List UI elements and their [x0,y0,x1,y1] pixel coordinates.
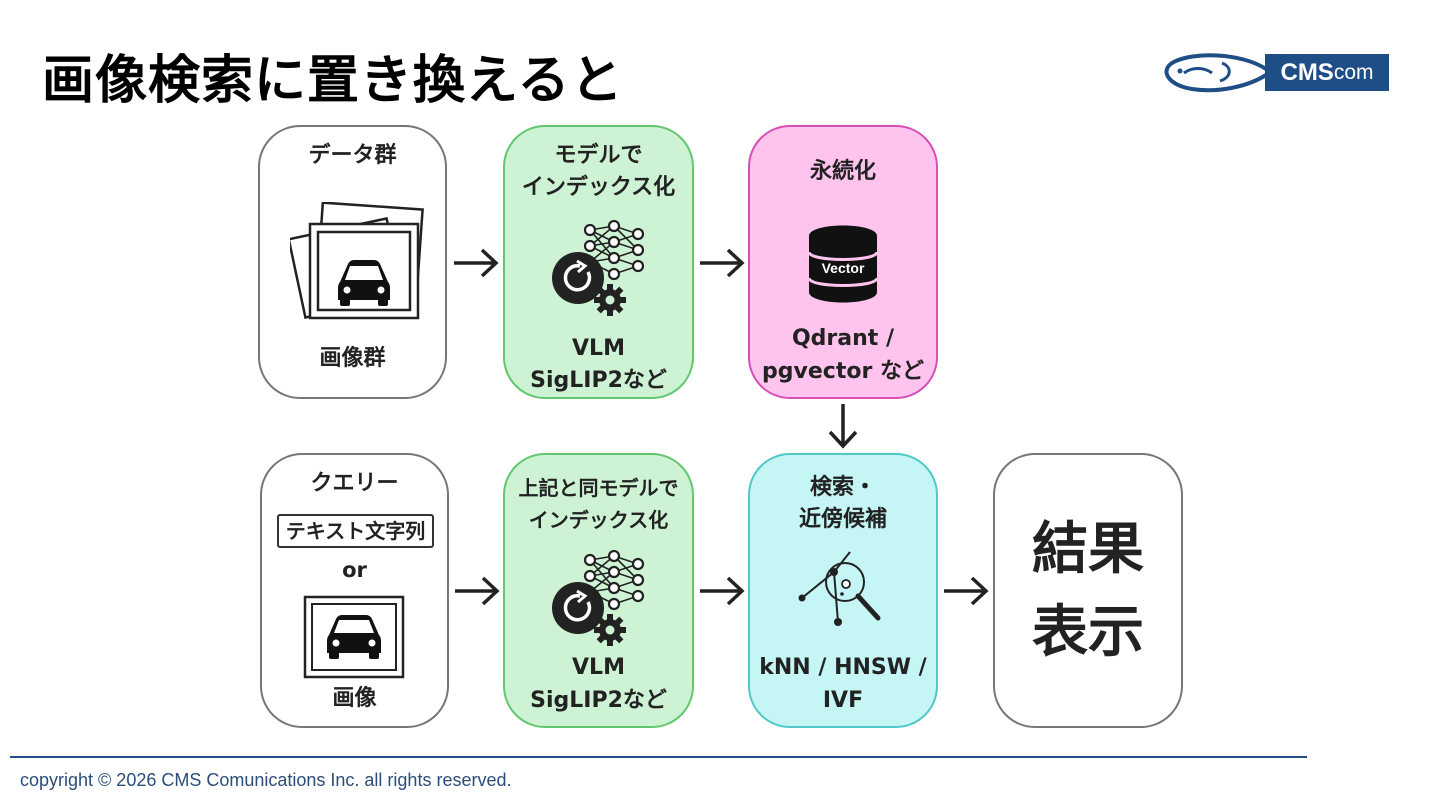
result-line-1: 結果 [1032,517,1144,582]
fish-swoosh-icon [1164,53,1268,93]
arrow-right-icon [700,576,745,606]
neural-network-gear-icon [552,550,645,646]
search-title-2: 近傍候補 [798,507,887,532]
query-title: クエリー [310,471,399,496]
search-caption-2: IVF [822,688,864,713]
persist-caption-2: pgvector など [762,359,924,384]
search-card: 検索・ 近傍候補 kNN / HNSW / IVF [748,453,938,728]
model-index-caption-1: VLM [572,336,625,361]
data-group-caption: 画像群 [319,346,386,371]
query-or: or [342,558,367,582]
query-text-box: テキスト文字列 [277,514,434,548]
model-index-card: モデルで インデックス化 VLM SigLIP2など [503,125,694,399]
vector-db-label: Vector [822,260,865,276]
model-index-title-1: モデルで [554,143,643,168]
same-model-index-caption-1: VLM [572,655,625,680]
persist-card: 永続化 Vector Qdrant / pgvector など [748,125,938,399]
same-model-index-title-1: 上記と同モデルで [518,476,679,500]
data-group-title: データ群 [308,143,397,168]
image-stack-icon [290,202,424,320]
arrow-right-icon [944,576,989,606]
persist-caption-1: Qdrant / [791,326,895,351]
query-card: クエリー テキスト文字列 or 画像 [260,453,449,728]
same-model-index-title-2: インデックス化 [528,508,669,532]
result-line-2: 表示 [1032,600,1144,665]
logo-brand: CMS [1280,58,1334,86]
arrow-right-icon [455,576,500,606]
model-index-title-2: インデックス化 [521,175,676,200]
neural-network-gear-icon [552,220,645,316]
persist-title: 永続化 [809,159,876,184]
data-group-card: データ群 画像群 [258,125,447,399]
page-title: 画像検索に置き換えると [42,51,624,111]
vector-database-icon: Vector [807,225,879,303]
arrow-right-icon [454,248,499,278]
arrow-right-icon [700,248,745,278]
logo-suffix: com [1333,60,1374,84]
same-model-index-card: 上記と同モデルで インデックス化 VLM SigLIP2など [503,453,694,728]
result-card: 結果 表示 [993,453,1183,728]
model-index-caption-2: SigLIP2など [530,368,667,393]
footer-divider [10,756,1307,758]
same-model-index-caption-2: SigLIP2など [530,688,667,713]
search-caption-1: kNN / HNSW / [759,655,927,680]
car-image-icon [303,595,405,679]
query-caption: 画像 [332,686,377,711]
nearest-neighbor-search-icon [798,551,881,626]
arrow-down-icon [828,404,858,449]
search-title-1: 検索・ [809,475,876,500]
copyright-text: copyright © 2026 CMS Comunications Inc. … [20,770,512,790]
